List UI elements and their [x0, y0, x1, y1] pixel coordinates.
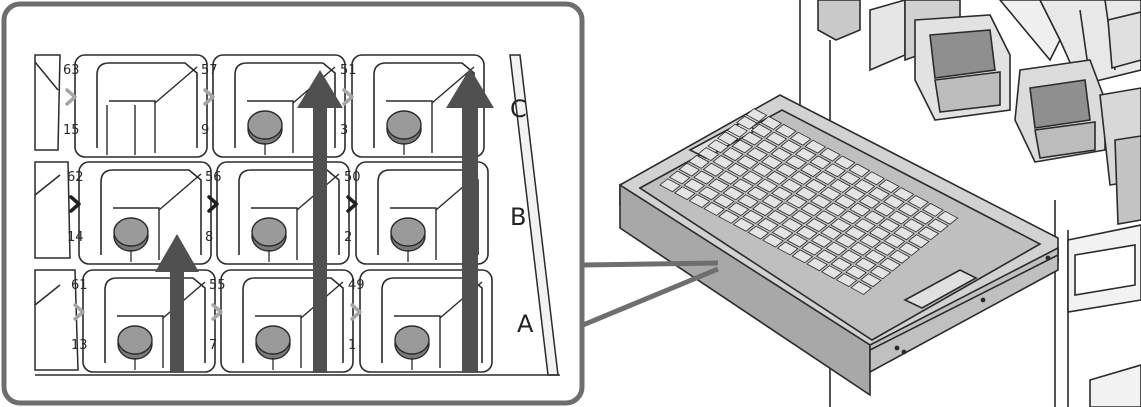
slot-sub-number: 13: [71, 338, 88, 353]
pill-icon: [387, 111, 421, 139]
pill-icon: [118, 326, 152, 354]
slot-number: 57: [201, 63, 218, 78]
slot-sub-number: 2: [344, 230, 352, 245]
pill-icon: [256, 326, 290, 354]
slot-sub-number: 14: [67, 230, 84, 245]
slot-sub-number: 3: [340, 123, 348, 138]
slot-number: 51: [340, 63, 357, 78]
slot-cell-c-1: 63 15: [63, 55, 207, 157]
pill-icon: [114, 218, 148, 246]
slot-number: 61: [71, 278, 88, 293]
slot-sub-number: 7: [209, 338, 217, 353]
slot-cell-b-2: 56 8: [205, 162, 349, 264]
row-label-a: A: [517, 310, 534, 338]
slot-number: 63: [63, 63, 80, 78]
pill-icon: [391, 218, 425, 246]
slot-number: 55: [209, 278, 226, 293]
pill-icon: [395, 326, 429, 354]
slot-number: 50: [344, 170, 361, 185]
slot-sub-number: 8: [205, 230, 213, 245]
pill-icon: [248, 111, 282, 139]
slot-cell-a-1: 61 13: [71, 270, 215, 372]
slot-number: 49: [348, 278, 365, 293]
slot-cell-a-2: 55 7: [209, 270, 353, 372]
pill-icon: [252, 218, 286, 246]
slot-sub-number: 15: [63, 123, 80, 138]
slot-cell-b-1: 62 14: [67, 162, 211, 264]
row-label-b: B: [510, 203, 526, 231]
row-label-c: C: [510, 95, 527, 123]
slot-sub-number: 9: [201, 123, 209, 138]
slot-sub-number: 1: [348, 338, 356, 353]
slot-number: 62: [67, 170, 84, 185]
slot-number: 56: [205, 170, 222, 185]
